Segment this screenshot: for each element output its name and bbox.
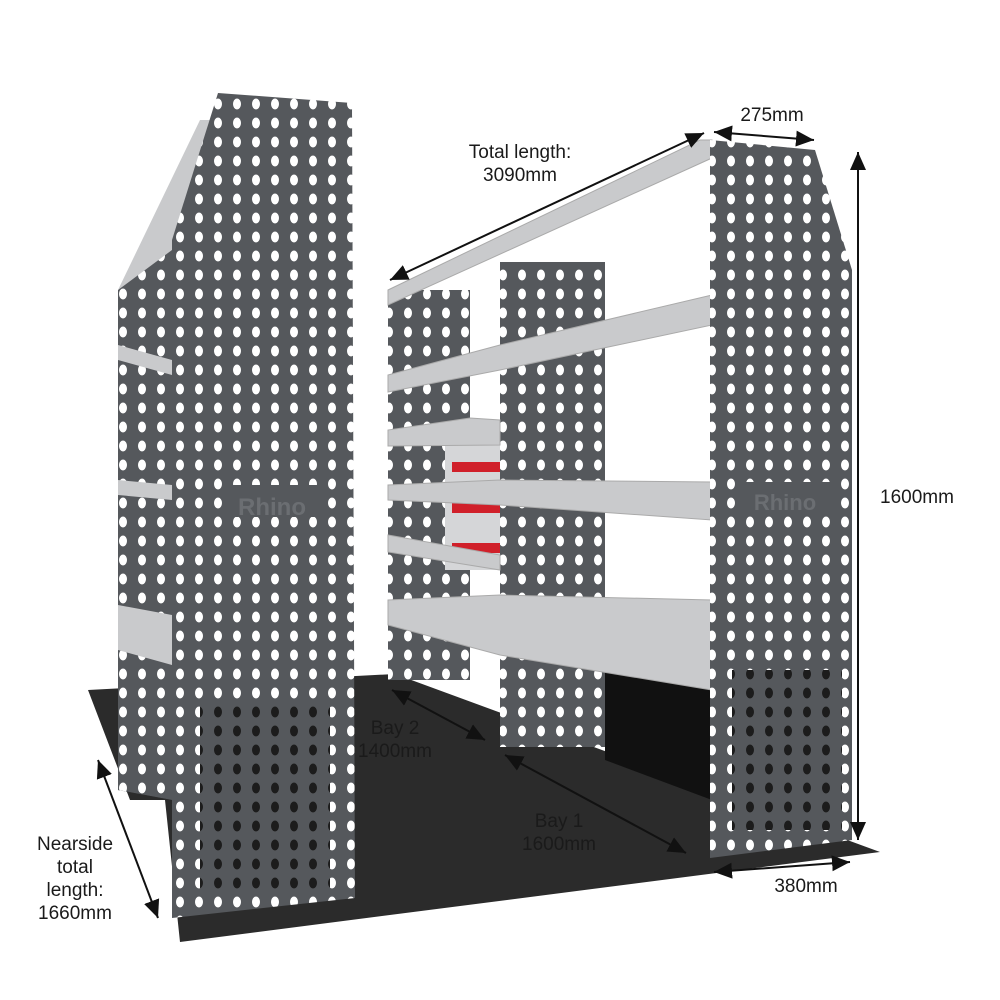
bay2-arrow: [391, 689, 486, 741]
logo-rhino-left: Rhino: [238, 494, 306, 521]
bay2-value: 1400mm: [358, 741, 432, 762]
shelf: [387, 417, 501, 447]
drawer-handle: [452, 462, 500, 472]
left-rear-upright: [118, 240, 172, 800]
total-length-value: 3090mm: [483, 165, 557, 186]
nearside-value: 1660mm: [38, 903, 112, 924]
drawer-handle: [452, 503, 500, 513]
bay1-title: Bay 1: [534, 811, 584, 832]
shelf: [387, 534, 501, 571]
bay2-label: Bay 2 1400mm: [345, 717, 445, 763]
bay1-value: 1600mm: [522, 834, 596, 855]
drawer-handle: [452, 543, 500, 553]
depth-top-label: 275mm: [740, 105, 804, 126]
bay2-title: Bay 2: [370, 718, 420, 739]
nearside-line2: total: [57, 857, 93, 878]
left-shelf: [118, 605, 172, 665]
total-length-arrow: [389, 132, 705, 281]
height-label: 1600mm: [880, 487, 954, 508]
logo-rhino-right: Rhino: [754, 490, 816, 515]
bay1-arrow: [504, 754, 687, 854]
left-shelf: [118, 120, 215, 290]
nearside-line1: Nearside: [36, 834, 114, 855]
left-shelf: [118, 480, 172, 500]
base-depth-label: 380mm: [774, 876, 838, 897]
nearside-line3: length:: [46, 880, 104, 901]
right-upright-lower: [732, 670, 842, 830]
nearside-arrow: [96, 759, 160, 919]
depth-top-arrow: [713, 125, 815, 147]
bay1-label: Bay 1 1600mm: [509, 810, 609, 856]
left-upright-lower: [200, 700, 330, 890]
left-shelf: [118, 345, 172, 375]
nearside-label: Nearside total length: 1660mm: [20, 833, 130, 925]
total-length-label: Total length: 3090mm: [440, 141, 600, 187]
base-depth-arrow: [713, 855, 851, 879]
total-length-title: Total length:: [468, 142, 572, 163]
